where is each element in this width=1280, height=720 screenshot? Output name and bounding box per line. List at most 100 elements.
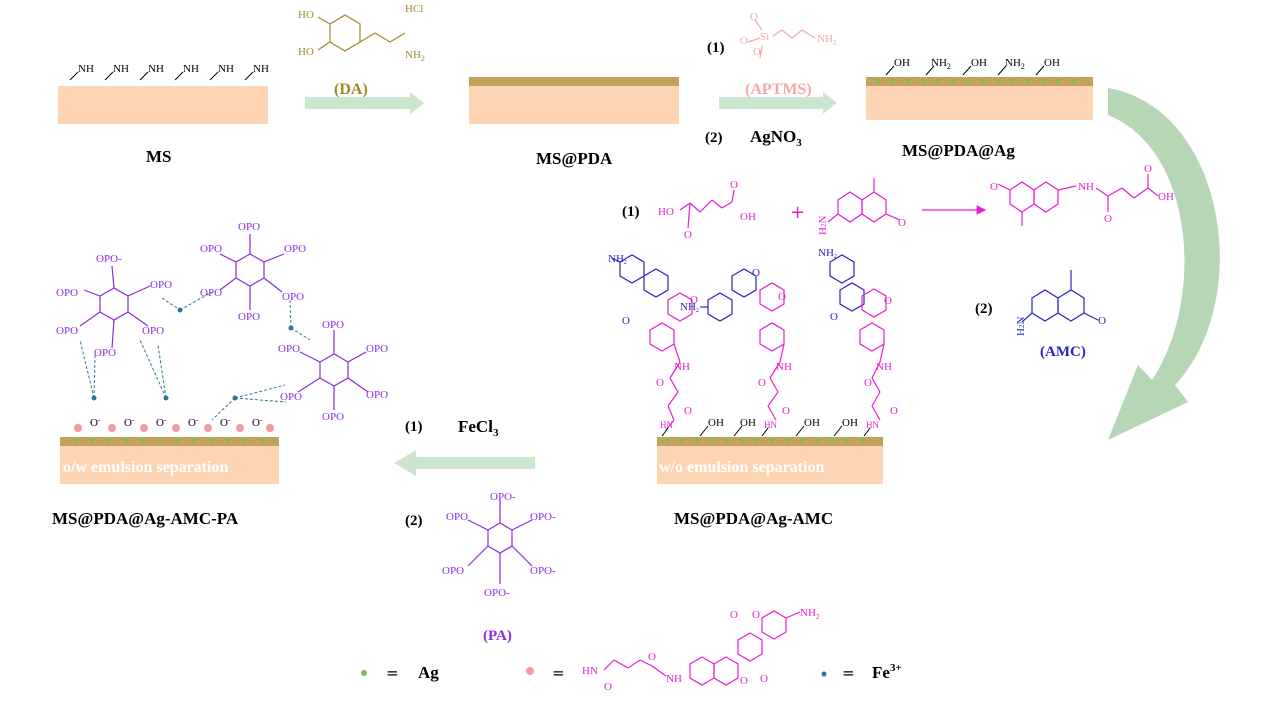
- ms-nh-5: NH: [218, 63, 234, 75]
- aptms-o-1: O: [750, 11, 758, 23]
- legend-amc-unit: [603, 610, 801, 686]
- ag-oh-1: OH: [894, 57, 910, 69]
- amc-reactant-nh2: H2N: [817, 216, 829, 235]
- amc-reactant: [827, 178, 901, 223]
- amc-mol2-o: O: [752, 267, 760, 279]
- pa-net-p-4: OPO: [142, 325, 164, 337]
- fe-ions: [91, 307, 294, 401]
- ms-pda-substrate: [469, 86, 679, 124]
- amc-oh-3: OH: [804, 417, 820, 429]
- amc-mol3-o3: O: [864, 377, 872, 389]
- ms-nh-4: NH: [183, 63, 199, 75]
- pa-o-3: O-: [156, 416, 167, 429]
- aptms-label: (APTMS): [745, 81, 812, 98]
- pa-net-p-11: OPO: [238, 311, 260, 323]
- da-ho-2: HO: [298, 46, 314, 58]
- amc-hn-3: HN: [866, 420, 879, 430]
- plus-sign: +: [790, 202, 805, 223]
- pa-ag-particles: [73, 439, 264, 443]
- amc-grafted-molecules: [611, 254, 887, 431]
- pa-network: [79, 234, 369, 410]
- pa-net-p-10: OPO: [282, 291, 304, 303]
- legend-amc-nh2: NH2: [800, 607, 820, 621]
- legend-amc-dot: [526, 667, 534, 675]
- amc-mol2-o3: O: [758, 377, 766, 389]
- pa-label: (PA): [483, 628, 512, 644]
- aptms-o-3: O: [753, 46, 761, 58]
- step1-aptms: (1): [707, 40, 725, 56]
- amc-structure: [1021, 270, 1099, 323]
- pa-p-br: OPO-: [530, 565, 556, 577]
- pa-structure: [467, 500, 533, 584]
- fumaric-ho: HO: [658, 206, 674, 218]
- amc-mol2-o2: O: [778, 291, 786, 303]
- aptms-o-2: O: [740, 35, 748, 47]
- amc-product-o-3: O: [1144, 163, 1152, 175]
- legend-fe-eq: =: [842, 664, 855, 682]
- pa-substrate: [60, 446, 279, 484]
- pa-net-p-3: OPO: [150, 279, 172, 291]
- step2-pa: (2): [405, 513, 423, 529]
- da-hcl: HCl: [405, 3, 423, 15]
- label-ms-pda-ag-amc-pa: MS@PDA@Ag-AMC-PA: [52, 509, 239, 528]
- amc-product-o-2: O: [1104, 213, 1112, 225]
- amc-hn-1: HN: [660, 420, 673, 430]
- amc-mol2-o4: O: [782, 405, 790, 417]
- amc-mol1-nh2: NH2: [608, 253, 627, 266]
- step1-amc: (1): [622, 204, 640, 220]
- wo-membrane-label: w/o emulsion separation: [659, 459, 824, 476]
- amc-mol1-o4: O: [684, 405, 692, 417]
- amc-oh-4: OH: [842, 417, 858, 429]
- legend-amc-o-4: O: [760, 673, 768, 685]
- legend-amc-o-5: O: [730, 609, 738, 621]
- ms-nh-1: NH: [78, 63, 94, 75]
- legend-amc-o-3: O: [740, 675, 748, 687]
- step2-amc: (2): [975, 301, 993, 317]
- amc-pda-layer: [657, 437, 883, 446]
- pa-o-5: O-: [220, 416, 231, 429]
- fecl3: FeCl3: [458, 417, 499, 439]
- amc-mol3-o: O: [830, 311, 838, 323]
- pa-net-p-15: OPO: [366, 389, 388, 401]
- legend-fe-label: Fe3+: [872, 662, 902, 682]
- pa-net-p-6: OPO: [56, 325, 78, 337]
- pa-o-1: O-: [90, 416, 101, 429]
- step2-agno3: (2): [705, 130, 723, 146]
- da-nh2: NH2: [405, 49, 425, 63]
- aptms-si: Si: [760, 31, 769, 43]
- legend-amc-o-6: O: [752, 609, 760, 621]
- amc-mol3-nh2: NH2: [818, 247, 837, 260]
- pa-net-p-8: OPO: [200, 243, 222, 255]
- amc-mol2-nh: NH: [776, 361, 792, 373]
- label-ms-pda-ag-amc: MS@PDA@Ag-AMC: [674, 509, 833, 528]
- da-structure: [317, 14, 406, 52]
- fumaric-o-2: O: [730, 179, 738, 191]
- pa-net-p-14: OPO: [366, 343, 388, 355]
- pa-p-tr: OPO-: [530, 511, 556, 523]
- ms-pda-ag-layer: [866, 77, 1093, 86]
- pa-o-2: O-: [124, 416, 135, 429]
- legend-ag-eq: =: [386, 664, 399, 682]
- pa-p-bl: OPO: [442, 565, 464, 577]
- amc-product-o-1: O: [990, 181, 998, 193]
- amc-reactant-o: O: [898, 217, 906, 229]
- ag-oh-3: OH: [1044, 57, 1060, 69]
- label-ms-pda-ag: MS@PDA@Ag: [902, 141, 1015, 160]
- fe-coordination-bonds: [79, 291, 311, 421]
- ag-nh2-1: NH2: [931, 57, 951, 71]
- pa-net-p-9: OPO: [284, 243, 306, 255]
- ms-pda-ag-particles: [876, 79, 1075, 83]
- amc-mol1-o3: O: [656, 377, 664, 389]
- ms-pda-layer: [469, 77, 679, 86]
- pa-net-p-2: OPO: [56, 287, 78, 299]
- ag-oh-2: OH: [971, 57, 987, 69]
- amc-mol3-o2: O: [884, 295, 892, 307]
- legend-amc-o-2: O: [648, 651, 656, 663]
- legend-ag-label: Ag: [418, 663, 439, 682]
- curved-arrow-right: [1108, 88, 1220, 440]
- legend-amc-nh: NH: [666, 673, 682, 685]
- label-ms: MS: [146, 147, 172, 166]
- da-ho-1: HO: [298, 9, 314, 21]
- ms-nh-groups: [69, 71, 254, 81]
